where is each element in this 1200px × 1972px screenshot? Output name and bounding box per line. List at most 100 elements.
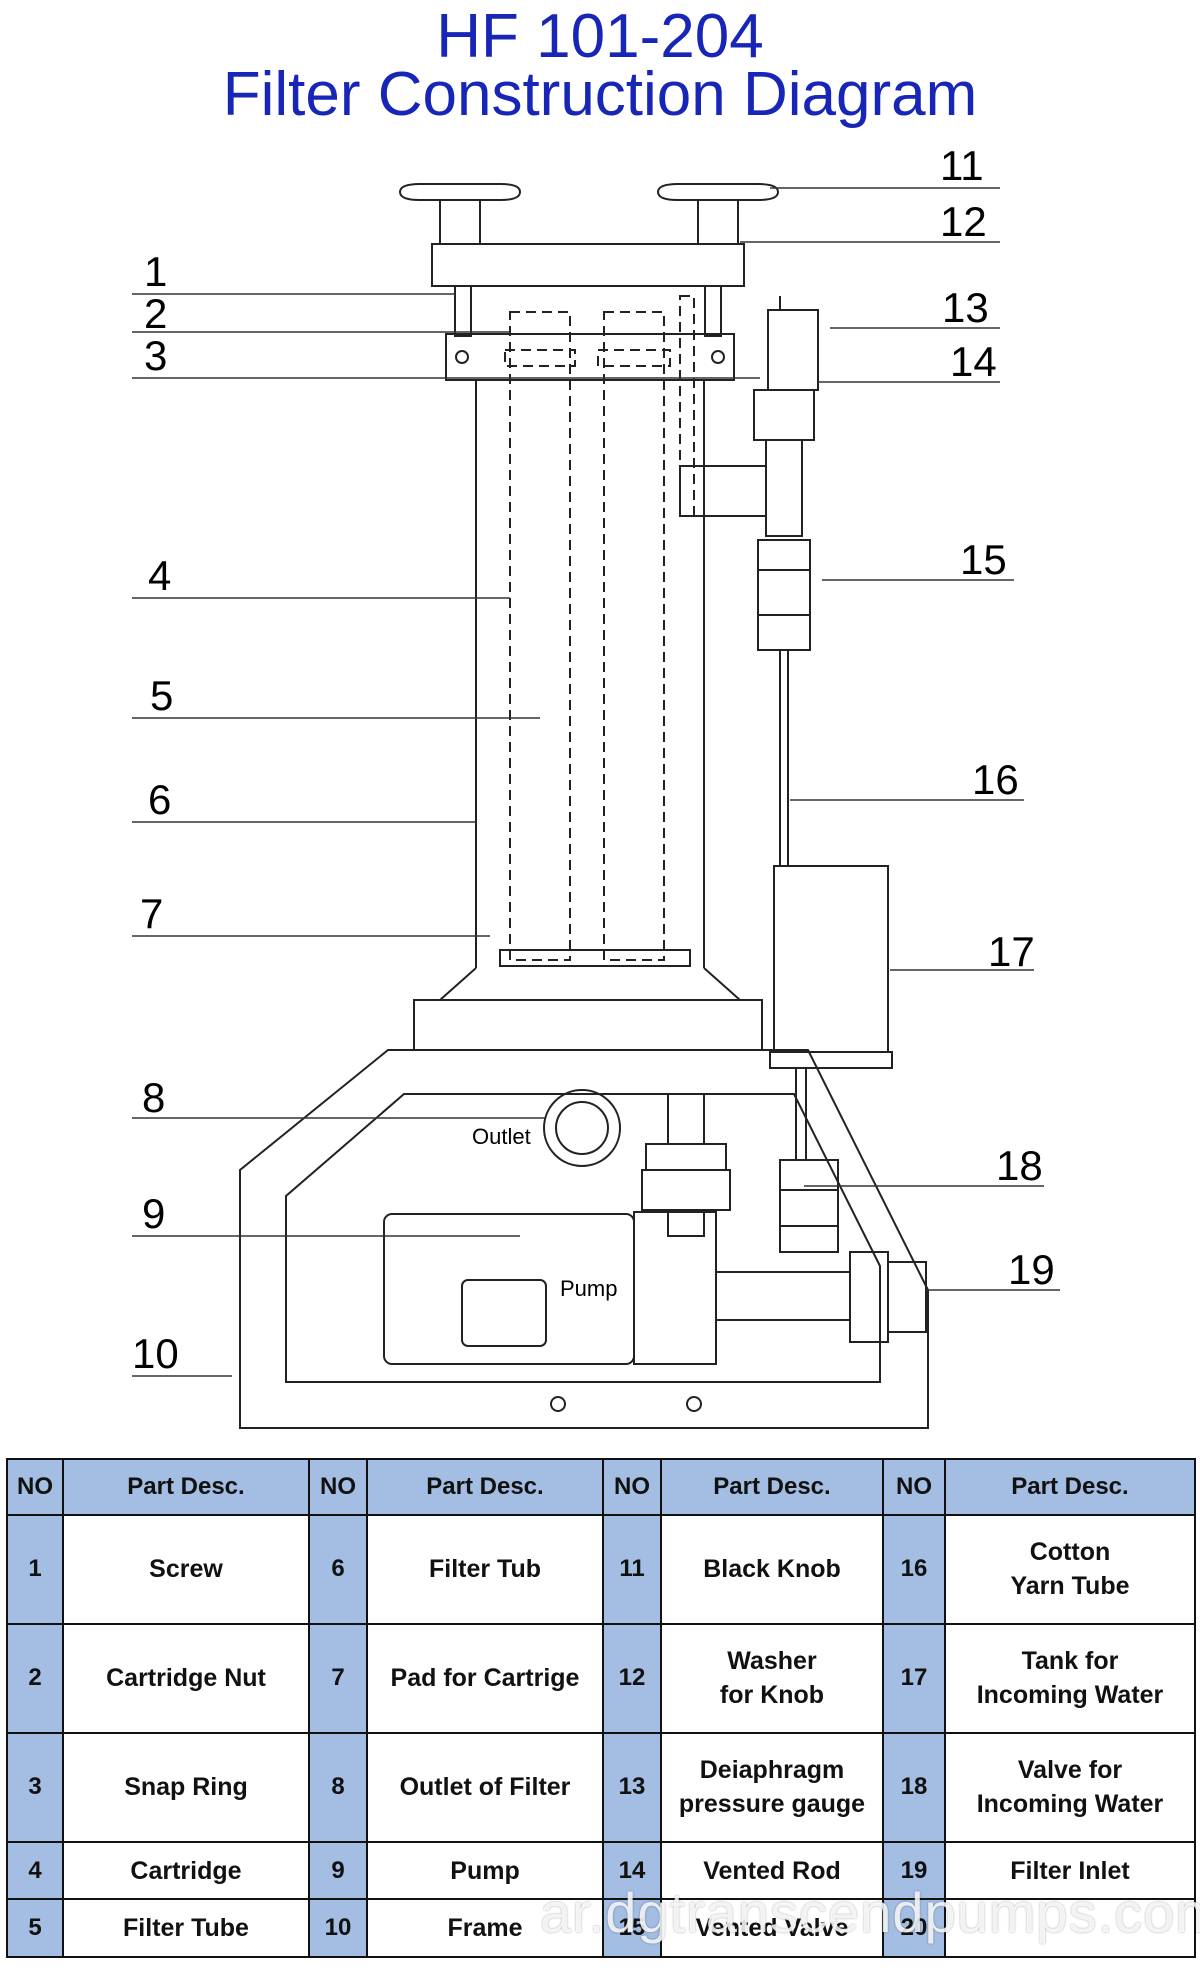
tub-base [437,967,743,1001]
callout-9: 9 [142,1190,165,1237]
part-description: Pad for Cartrige [366,1622,604,1734]
vented-valve [757,539,811,651]
screw-left [454,285,472,337]
part-number: 7 [308,1622,368,1734]
callout-13: 13 [942,284,989,331]
diaphragm-gauge [767,309,819,391]
part-number: 10 [308,1898,368,1958]
callout-6: 6 [148,776,171,823]
part-number: 14 [602,1840,662,1901]
part-number: 2 [6,1622,64,1734]
watermark: ar.dgtranscendpumps.com [540,1881,1200,1944]
part-description: Outlet of Filter [366,1731,604,1843]
header-no: NO [6,1458,64,1516]
vented-rod [753,389,815,441]
washer-left [439,199,481,245]
part-description: Black Knob [660,1514,884,1625]
tank-incoming-water [773,865,889,1053]
part-number: 3 [6,1731,64,1843]
callout-7: 7 [140,890,163,937]
callout-3: 3 [144,332,167,379]
screw-right [704,285,722,337]
part-number: 18 [882,1731,946,1843]
washer-right [697,199,739,245]
cartridge-right [603,311,665,961]
part-number: 20 [882,1898,946,1958]
part-number: 15 [602,1898,662,1958]
callout-4: 4 [148,552,171,599]
top-plate [431,243,745,287]
header-no: NO [308,1458,368,1516]
part-description: Filter Tube [62,1898,310,1958]
black-knob-left [398,183,522,201]
header-desc: Part Desc. [660,1458,884,1516]
part-number: 5 [6,1898,64,1958]
filter-tube [679,295,695,517]
callout-12: 12 [940,198,987,245]
table-header-row: NO Part Desc. NO Part Desc. NO Part Desc… [6,1458,1196,1516]
part-number: 9 [308,1840,368,1901]
part-number: 8 [308,1731,368,1843]
callout-17: 17 [988,928,1035,975]
filter-construction-drawing: 1 2 3 4 5 6 7 8 9 10 11 12 13 14 15 16 1… [132,142,1060,1429]
callout-11: 11 [940,142,984,189]
part-description: Deiaphragm pressure gauge [660,1731,884,1843]
header-desc: Part Desc. [62,1458,310,1516]
part-description [944,1898,1196,1958]
header-desc: Part Desc. [944,1458,1196,1516]
callout-2: 2 [144,290,167,337]
cartridge-left [509,311,571,961]
part-number: 13 [602,1731,662,1843]
part-description: Tank for Incoming Water [944,1622,1196,1734]
part-number: 19 [882,1840,946,1901]
black-knob-right [656,183,780,201]
snap-ring [445,333,735,381]
part-number: 17 [882,1622,946,1734]
part-description: Valve for Incoming Water [944,1731,1196,1843]
part-number: 1 [6,1514,64,1625]
part-description: Screw [62,1514,310,1625]
outlet-label: Outlet [472,1124,531,1149]
part-number: 4 [6,1840,64,1901]
part-number: 11 [602,1514,662,1625]
part-number: 12 [602,1622,662,1734]
part-description: Pump [366,1840,604,1901]
callout-1: 1 [144,248,167,295]
callout-16: 16 [972,756,1019,803]
callout-19: 19 [1008,1246,1055,1293]
callout-18: 18 [996,1142,1043,1189]
part-description: Frame [366,1898,604,1958]
header-no: NO [882,1458,946,1516]
callout-15: 15 [960,536,1007,583]
title-line-2: Filter Construction Diagram [222,60,978,129]
title-line-1: HF 101-204 [436,2,764,71]
header-no: NO [602,1458,662,1516]
part-number: 6 [308,1514,368,1625]
part-description: Cotton Yarn Tube [944,1514,1196,1625]
part-description: Vented Valve [660,1898,884,1958]
part-description: Vented Rod [660,1840,884,1901]
valve-incoming-water [779,1159,839,1253]
parts-table: NO Part Desc. NO Part Desc. NO Part Desc… [6,1458,1196,1958]
part-description: Washer for Knob [660,1622,884,1734]
pad-for-cartridge [499,949,691,967]
part-number: 16 [882,1514,946,1625]
outlet-of-filter [543,1089,621,1167]
callout-8: 8 [142,1074,165,1121]
filter-inlet [849,1251,889,1343]
frame [239,1049,929,1429]
header-desc: Part Desc. [366,1458,604,1516]
part-description: Filter Tub [366,1514,604,1625]
part-description: Cartridge [62,1840,310,1901]
callout-10: 10 [132,1330,179,1377]
part-description: Cartridge Nut [62,1622,310,1734]
part-description: Snap Ring [62,1731,310,1843]
callout-5: 5 [150,672,173,719]
part-description: Filter Inlet [944,1840,1196,1901]
tub-base-plate [413,999,763,1051]
